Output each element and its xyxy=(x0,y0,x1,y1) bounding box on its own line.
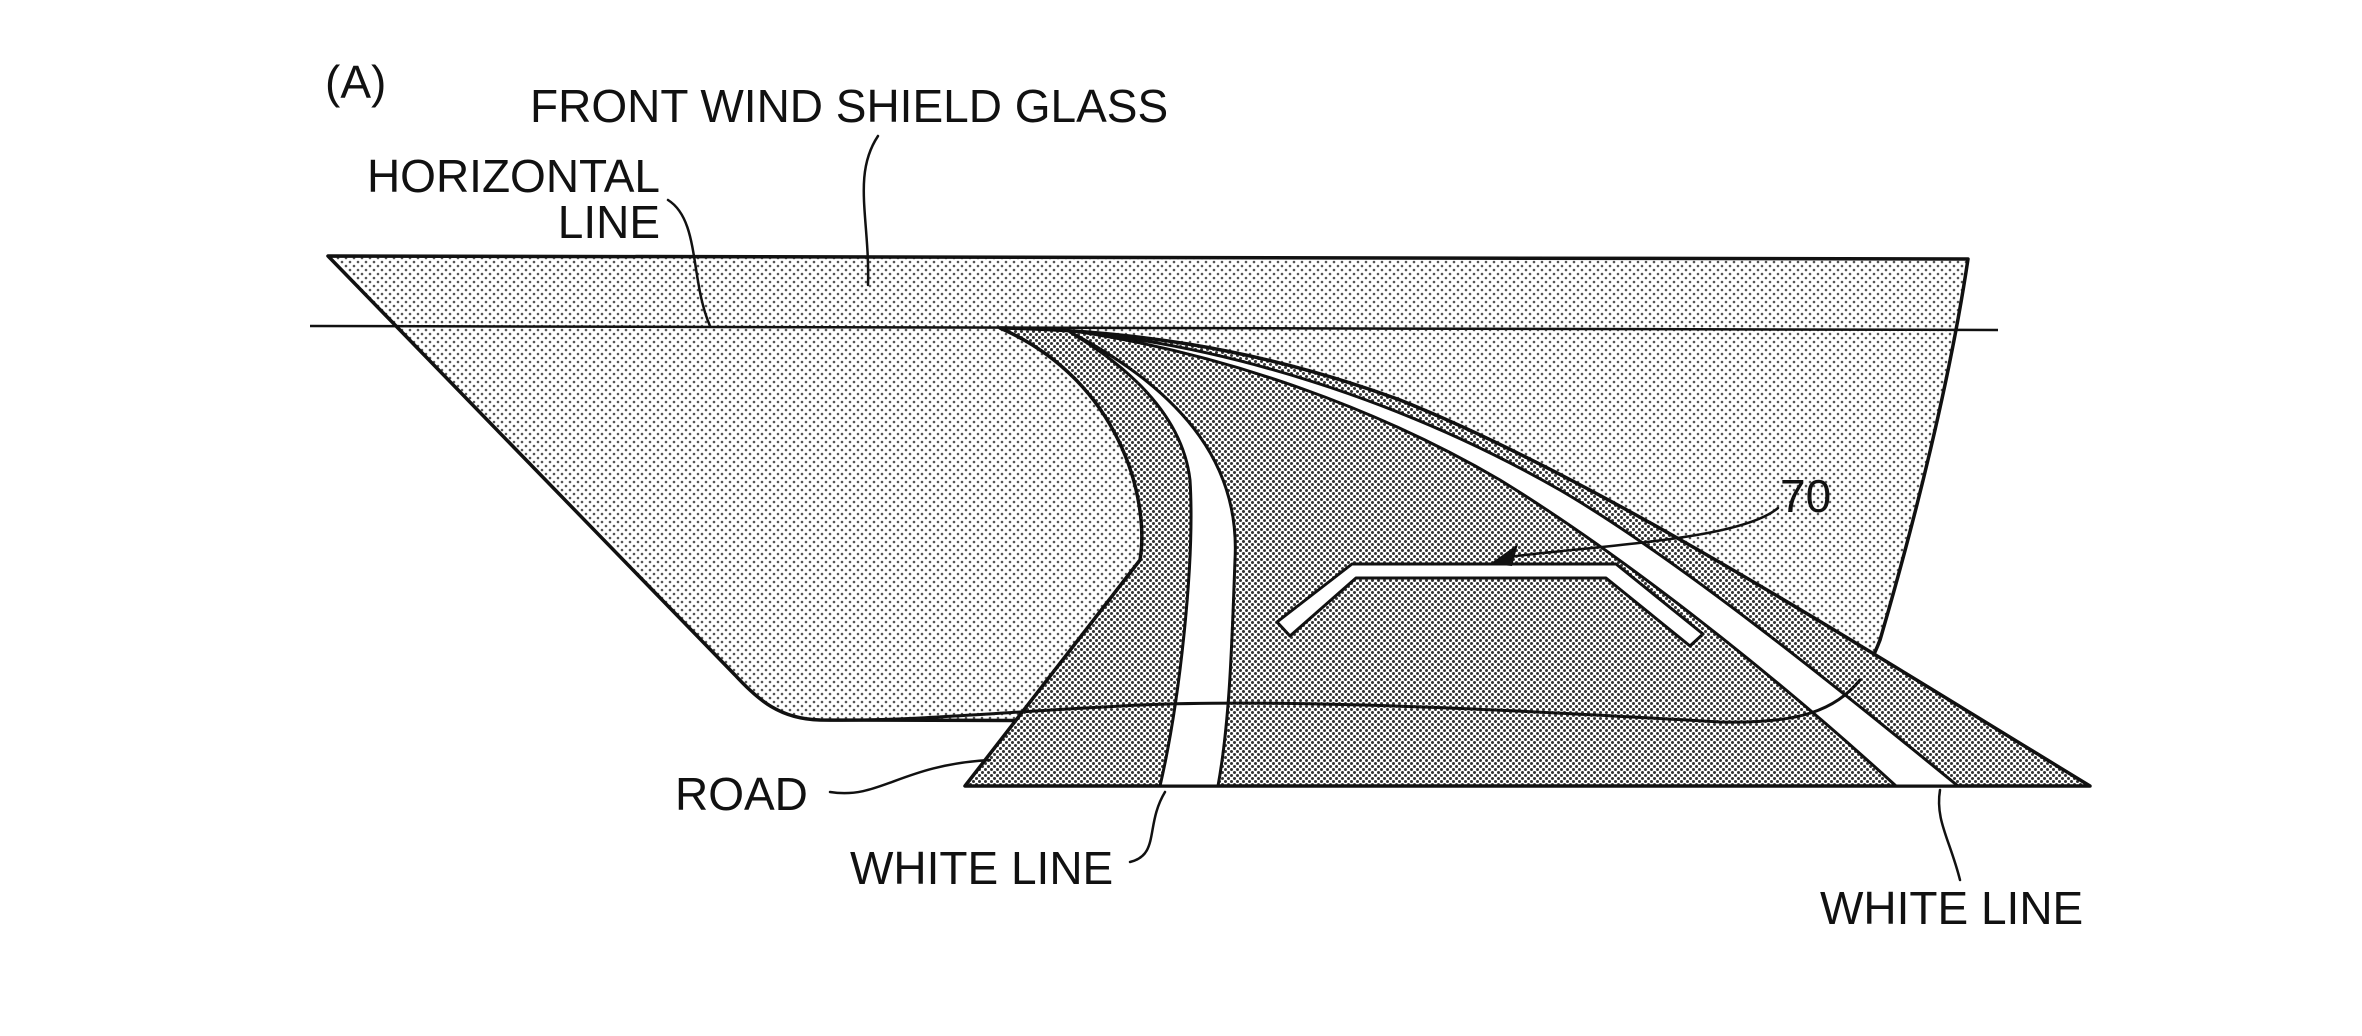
leader-horizontal-line xyxy=(666,198,712,328)
leader-white-line-left xyxy=(1128,790,1167,864)
leader-white-line-right xyxy=(1937,788,1962,882)
label-road: ROAD xyxy=(675,768,808,820)
leader-windshield xyxy=(862,134,880,287)
label-horizontal-line-2: LINE xyxy=(558,196,660,248)
label-white-line-left: WHITE LINE xyxy=(850,842,1113,894)
horizontal-line xyxy=(309,324,1999,332)
label-horizontal-line-1: HORIZONTAL xyxy=(367,150,660,202)
white-line-right-stripe xyxy=(1078,330,1960,788)
panel-label: (A) xyxy=(325,56,386,108)
label-marker-70: 70 xyxy=(1780,470,1831,522)
label-white-line-right: WHITE LINE xyxy=(1820,882,2083,934)
leader-road xyxy=(828,758,992,795)
display-marker-70 xyxy=(1275,562,1705,648)
white-line-left-stripe xyxy=(1068,330,1237,788)
leader-70 xyxy=(1498,506,1780,560)
windshield-lower-edge xyxy=(818,678,1862,724)
arrowhead-70 xyxy=(1490,544,1518,566)
label-windshield: FRONT WIND SHIELD GLASS xyxy=(530,80,1168,132)
